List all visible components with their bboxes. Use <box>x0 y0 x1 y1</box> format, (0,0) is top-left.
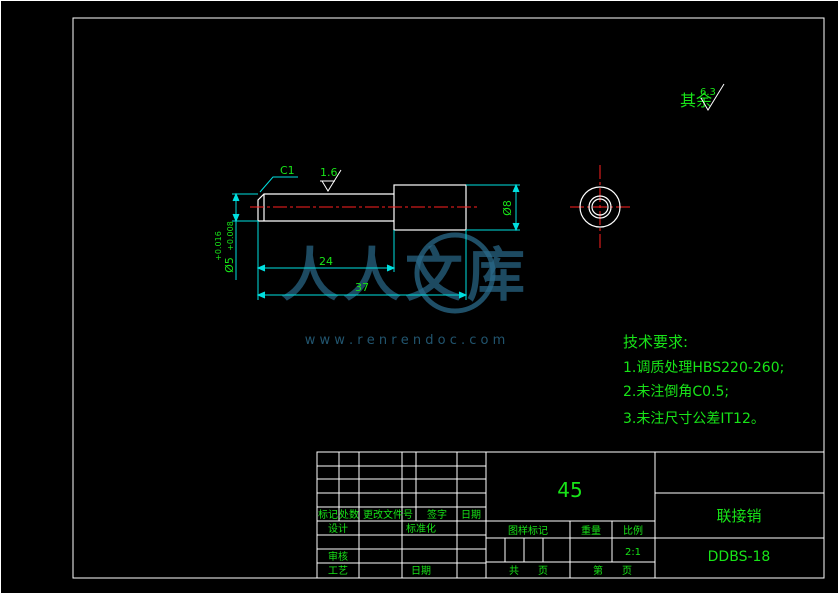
tb-row-standard: 标准化 <box>406 522 436 535</box>
shaft-outline <box>257 193 394 222</box>
tb-row-date: 日期 <box>411 565 431 577</box>
tb-sheets-total-suffix: 页 <box>538 565 548 577</box>
roughness-1-6-icon <box>321 169 342 192</box>
tb-header-date: 日期 <box>461 509 481 521</box>
tb-sheet-no-label: 第 <box>593 564 603 577</box>
watermark: 人人文库 w w w . r e n r e n d o c . c o m <box>281 232 529 348</box>
dim-head-arrow-top <box>512 183 520 193</box>
dim-total-len-label: 37 <box>355 281 369 294</box>
dim-shaft-arrow-top <box>232 192 240 202</box>
tech-req-item-1: 1.调质处理HBS220-260; <box>623 360 784 376</box>
roughness-symbol-icon <box>700 83 725 111</box>
surface-finish-prefix: 其余 <box>680 91 712 110</box>
chamfer-leader <box>259 176 298 193</box>
tb-header-count: 处数 <box>339 508 359 521</box>
dim-24-arrow-right <box>386 264 396 272</box>
dim-head-arrow-bottom <box>512 222 520 232</box>
dim-shaft-dia-label: Ø5 <box>223 257 236 273</box>
title-block-text: 标记 处数 更改文件号 签字 日期 设计 标准化 审核 工艺 日期 45 图样标… <box>318 478 770 577</box>
tech-req-item-3: 3.未注尺寸公差IT12。 <box>623 411 765 427</box>
roughness-label: 1.6 <box>320 166 338 179</box>
tb-stage-label: 图样标记 <box>508 524 548 537</box>
tb-scale-label: 比例 <box>623 524 643 537</box>
title-block <box>316 451 825 579</box>
dim-shaft-len-label: 24 <box>319 255 333 268</box>
surface-finish-note: 其余 6.3 <box>680 83 725 111</box>
tech-requirements: 技术要求: 1.调质处理HBS220-260; 2.未注倒角C0.5; 3.未注… <box>623 333 784 427</box>
dim-37-arrow-left <box>256 291 266 299</box>
watermark-logo-text: 人人文库 <box>281 241 529 309</box>
tech-req-item-2: 2.未注倒角C0.5; <box>623 384 729 400</box>
part-end-view <box>579 186 621 228</box>
surface-finish-value: 6.3 <box>700 87 716 98</box>
chamfer-label: C1 <box>280 164 295 177</box>
end-view-outer-circle <box>579 186 621 228</box>
tb-part-name: 联接销 <box>716 507 761 525</box>
dim-head-dia-label: Ø8 <box>501 200 514 216</box>
dim-shaft-arrow-bottom <box>232 213 240 223</box>
dimensions <box>232 169 520 300</box>
tb-row-review: 审核 <box>328 550 348 563</box>
tb-header-mark: 标记 <box>318 509 338 521</box>
watermark-ring <box>414 232 496 314</box>
tb-material: 45 <box>557 478 582 502</box>
tb-row-design: 设计 <box>328 522 348 535</box>
watermark-url: w w w . r e n r e n d o c . c o m <box>305 333 506 348</box>
tb-header-docno: 更改文件号 <box>363 508 413 521</box>
dim-tol-upper-label: +0.016 <box>214 231 223 261</box>
dimension-labels: C1 1.6 Ø8 Ø5 +0.016 +0.008 24 37 <box>214 164 514 294</box>
tb-header-sign: 签字 <box>427 508 447 521</box>
tech-req-title: 技术要求: <box>623 333 688 351</box>
tb-row-process: 工艺 <box>328 565 348 577</box>
dim-37-arrow-right <box>458 291 468 299</box>
tb-scale-value: 2:1 <box>625 547 641 558</box>
tb-drawing-no: DDBS-18 <box>708 549 771 565</box>
tb-weight-label: 重量 <box>581 524 601 537</box>
end-view-inner-circle <box>588 195 612 219</box>
dim-24-arrow-left <box>256 264 266 272</box>
tb-sheet-no-suffix: 页 <box>622 565 632 577</box>
end-view-chamfer-circle <box>591 198 609 216</box>
dim-tol-lower-label: +0.008 <box>226 221 235 251</box>
tb-sheets-total-label: 共 <box>509 565 519 577</box>
